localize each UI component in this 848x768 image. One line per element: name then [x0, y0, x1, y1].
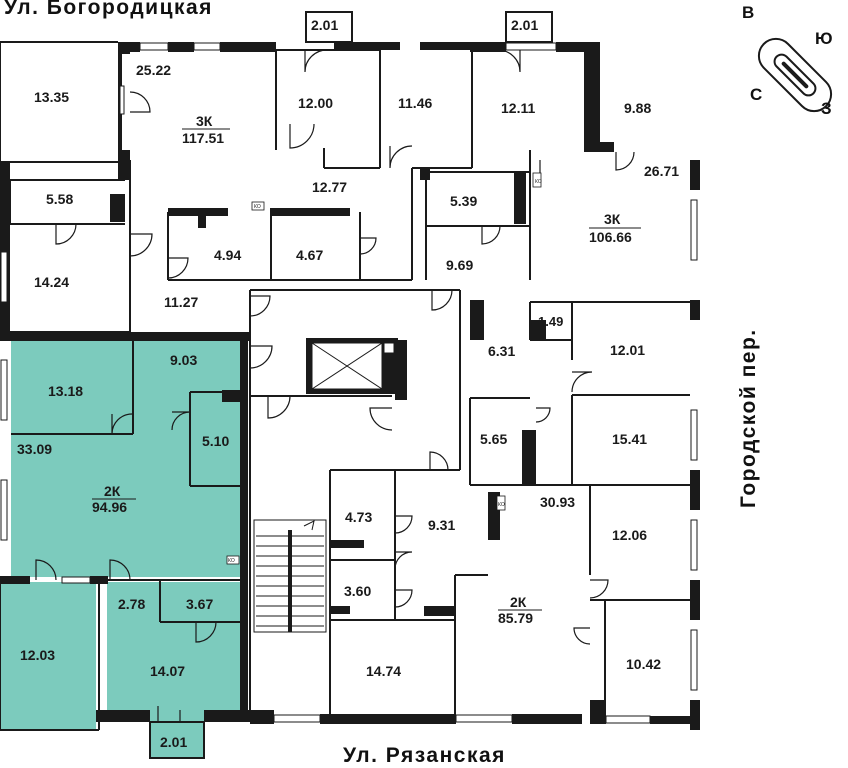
room-area: 12.01: [610, 342, 645, 358]
room-area: 9.69: [446, 257, 473, 273]
room-area: 12.03: [20, 647, 55, 663]
room-labels: 13.35 25.22 2.01 12.00 11.46 2.01 12.11 …: [17, 17, 679, 750]
compass-north-letter: С: [750, 85, 762, 104]
room-area: 13.35: [34, 89, 69, 105]
room-area: 5.58: [46, 191, 73, 207]
compass: В Ю С З: [742, 3, 833, 118]
apartment-type: 2К: [104, 483, 121, 499]
room-area: 5.65: [480, 431, 507, 447]
apartment-type: 3К: [196, 113, 213, 129]
ko-label: КО: [535, 179, 542, 185]
ko-label: КО: [498, 502, 505, 508]
room-area: 2.01: [311, 17, 338, 33]
room-area: 5.39: [450, 193, 477, 209]
room-area: 4.67: [296, 247, 323, 263]
room-area: 3.67: [186, 596, 213, 612]
balconies: [305, 11, 553, 43]
ko-label: КО: [228, 558, 235, 564]
street-top-label: Ул. Богородицкая: [4, 0, 213, 19]
windows: [0, 42, 698, 724]
compass-south-letter: Ю: [815, 29, 833, 48]
ko-label: КО: [254, 204, 261, 210]
room-area: 5.10: [202, 433, 229, 449]
room-area: 2.78: [118, 596, 145, 612]
room-area: 3.60: [344, 583, 371, 599]
room-area: 14.24: [34, 274, 69, 290]
room-area: 12.06: [612, 527, 647, 543]
apartment-type: 2К: [510, 594, 527, 610]
room-area: 33.09: [17, 441, 52, 457]
room-area: 1.49: [538, 314, 563, 329]
highlighted-apartment-fill: [0, 341, 247, 756]
room-area: 9.31: [428, 517, 455, 533]
balcony-bottom: [149, 721, 205, 759]
room-area: 4.73: [345, 509, 372, 525]
apartment-total-area: 117.51: [182, 130, 224, 146]
stairwell-wall: [288, 530, 292, 632]
apartment-total-area: 85.79: [498, 610, 533, 626]
room-area: 4.94: [214, 247, 241, 263]
room-area: 26.71: [644, 163, 679, 179]
apartment-type: 3К: [604, 211, 621, 227]
apartment-labels: 3К 117.51 3К 106.66 2К 94.96 2К 85.79: [92, 113, 641, 626]
room-area: 25.22: [136, 62, 171, 78]
room-area: 9.88: [624, 100, 651, 116]
ko-marks: КО КО КО КО: [226, 172, 542, 565]
street-bottom-label: Ул. Рязанская: [343, 744, 506, 767]
room-area: 14.74: [366, 663, 401, 679]
room-area: 30.93: [540, 494, 575, 510]
room-area: 9.03: [170, 352, 197, 368]
room-area: 11.27: [164, 294, 198, 310]
room-area: 10.42: [626, 656, 661, 672]
apartment-total-area: 94.96: [92, 499, 127, 515]
interior-walls: [0, 41, 690, 731]
room-area: 2.01: [160, 734, 187, 750]
room-area: 12.00: [298, 95, 333, 111]
room-area: 12.11: [501, 100, 535, 116]
elevator-shaft: [306, 338, 398, 394]
room-area: 12.77: [312, 179, 347, 195]
compass-west-letter: З: [821, 99, 832, 118]
room-area: 14.07: [150, 663, 185, 679]
compass-east-letter: В: [742, 3, 754, 22]
room-area: 6.31: [488, 343, 515, 359]
room-area: 11.46: [398, 95, 432, 111]
room-area: 15.41: [612, 431, 647, 447]
room-area: 2.01: [511, 17, 538, 33]
room-area: 13.18: [48, 383, 83, 399]
apartment-total-area: 106.66: [589, 229, 632, 245]
